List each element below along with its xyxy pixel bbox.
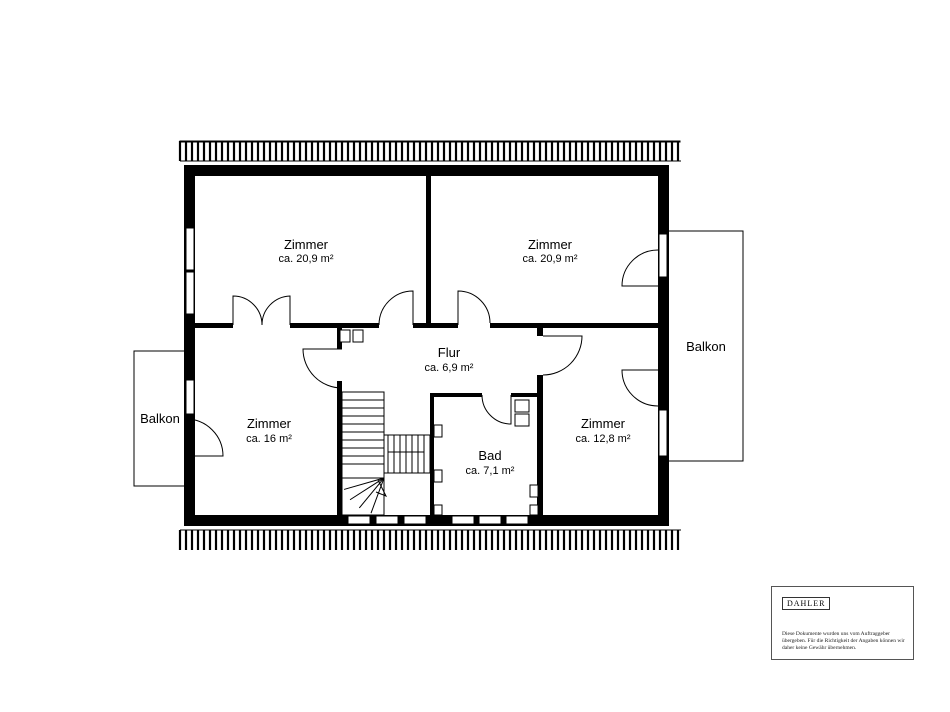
roof-edge-bottom (178, 529, 681, 550)
roof-edge-top (178, 141, 681, 162)
room-zimmer-left-name: Zimmer (247, 416, 292, 431)
windows (179, 140, 681, 525)
staircase (341, 391, 431, 516)
doors (185, 249, 659, 457)
balcony-right-label: Balkon (686, 339, 726, 354)
room-flur-area: ca. 6,9 m² (425, 362, 474, 374)
company-logo: DAHLER (782, 597, 831, 610)
fixtures (339, 329, 539, 516)
room-zimmer-top-left-name: Zimmer (284, 237, 329, 252)
balcony-left-label: Balkon (140, 411, 180, 426)
room-flur-name: Flur (438, 345, 461, 360)
stair-winder (343, 477, 385, 490)
stair-winder (358, 477, 385, 509)
room-zimmer-top-right-name: Zimmer (528, 237, 573, 252)
room-zimmer-top-right-area: ca. 20,9 m² (522, 253, 577, 265)
interior-walls (195, 176, 658, 515)
room-bad-area: ca. 7,1 m² (466, 465, 515, 477)
room-bad-name: Bad (478, 448, 501, 463)
room-zimmer-right-area: ca. 12,8 m² (575, 433, 630, 445)
room-zimmer-top-left-area: ca. 20,9 m² (278, 253, 333, 265)
company-stamp: DAHLER Diese Dokumente wurden uns vom Au… (771, 586, 914, 660)
stair-winder (370, 477, 385, 514)
room-zimmer-right-name: Zimmer (581, 416, 626, 431)
room-zimmer-left-area: ca. 16 m² (246, 433, 292, 445)
disclaimer-text: Diese Dokumente wurden uns vom Auftragge… (782, 631, 905, 651)
